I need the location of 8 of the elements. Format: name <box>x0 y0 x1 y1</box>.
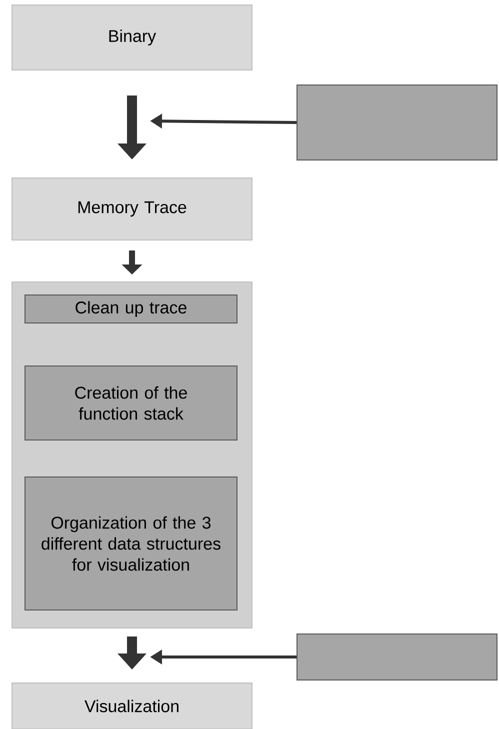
substep-box: Clean up trace <box>24 294 238 324</box>
tool-box <box>296 84 498 160</box>
step-box: Binary <box>12 4 252 70</box>
substep-box: Organization of the 3 different data structures for visualization <box>24 476 238 610</box>
substep-box: Creation of the function stack <box>24 366 238 440</box>
step-box: Memory Trace <box>12 178 252 240</box>
tool-box <box>296 634 498 680</box>
step-box: Visualization <box>12 682 252 729</box>
